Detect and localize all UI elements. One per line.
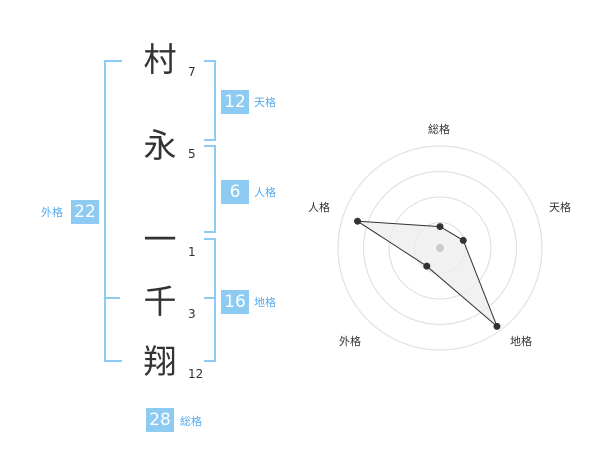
stroke-count-2: 5 (188, 147, 196, 161)
stroke-count-1: 7 (188, 65, 196, 79)
radar-center-dot (436, 244, 444, 252)
radar-polygon (355, 220, 498, 327)
gaikaku-label: 外格 (41, 206, 63, 219)
jinkaku-label: 人格 (254, 186, 276, 199)
stroke-count-5: 12 (188, 367, 204, 381)
radar-point-3 (493, 322, 501, 330)
jinkaku-bracket (204, 145, 216, 233)
radar-point-2 (459, 236, 467, 244)
soukaku-value: 28 (146, 408, 174, 432)
name-char-2: 永 (143, 126, 177, 165)
radar-ring-2 (363, 171, 517, 325)
chikaku-bracket (204, 238, 216, 362)
radar-axis-label-chikaku: 地格 (510, 335, 532, 348)
radar-point-1 (436, 223, 444, 231)
soukaku-label: 総格 (180, 415, 202, 428)
radar-ring-3 (388, 196, 492, 300)
radar-axis-label-jinkaku: 人格 (308, 201, 330, 214)
radar-axis-label-gaikaku: 外格 (339, 335, 361, 348)
chikaku-bracket-split (204, 297, 214, 299)
gaikaku-value: 22 (71, 200, 99, 224)
name-char-4: 千 (143, 282, 177, 321)
tenkaku-label: 天格 (254, 96, 276, 109)
stroke-count-3: 1 (188, 245, 196, 259)
name-char-3: 一 (143, 220, 177, 259)
radar-point-5 (354, 217, 362, 225)
radar-ring-1 (337, 145, 543, 351)
jinkaku-value: 6 (221, 180, 249, 204)
stroke-count-4: 3 (188, 307, 196, 321)
gaikaku-bracket-split (104, 297, 120, 299)
radar-axis-label-tenkaku: 天格 (549, 201, 571, 214)
chikaku-value: 16 (221, 290, 249, 314)
radar-point-4 (423, 262, 431, 270)
chikaku-label: 地格 (254, 296, 276, 309)
tenkaku-bracket (204, 60, 216, 141)
name-char-5: 翔 (143, 342, 177, 381)
gaikaku-bracket (104, 60, 122, 362)
radar-axis-label-soukaku: 総格 (428, 123, 450, 136)
name-char-1: 村 (143, 40, 177, 79)
tenkaku-value: 12 (221, 90, 249, 114)
